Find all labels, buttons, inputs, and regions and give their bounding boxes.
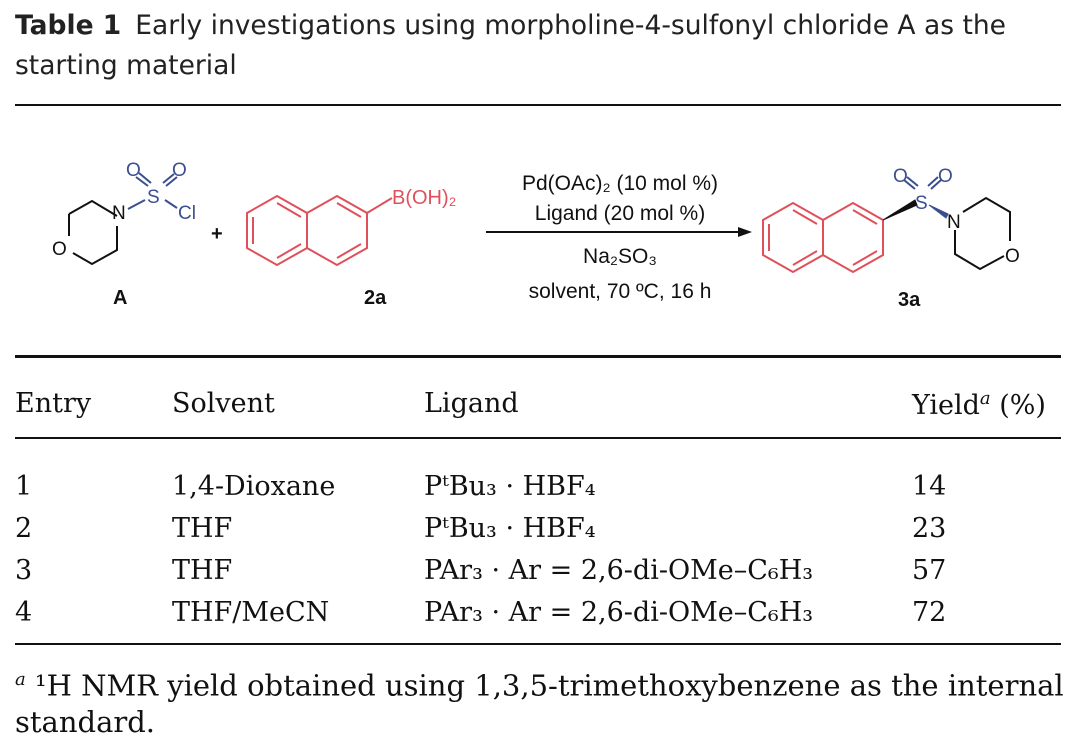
atom-o: O (172, 160, 187, 181)
cell-solvent: 1,4-Dioxane (172, 471, 336, 502)
atom-o: O (938, 166, 953, 187)
cell-ligand: PᵗBu₃ · HBF₄ (424, 513, 596, 544)
scheme-bottom-rule (15, 355, 1061, 358)
condition-catalyst: Pd(OAc)₂ (10 mol %) (522, 172, 718, 195)
condition-additive: Na₂SO₃ (583, 245, 657, 268)
atom-n: N (947, 212, 961, 233)
compound-label-2a: 2a (364, 287, 387, 309)
atom-s: S (147, 187, 160, 208)
header-solvent: Solvent (172, 388, 275, 419)
compound-label-3a: 3a (898, 289, 921, 311)
header-yield-label: Yield (912, 390, 980, 421)
cell-yield: 72 (912, 597, 947, 628)
footnote-marker: a (15, 669, 26, 690)
cell-yield: 23 (912, 513, 947, 544)
cell-solvent: THF/MeCN (172, 597, 330, 628)
compound-label-a: A (113, 287, 127, 309)
footnote-text: ¹H NMR yield obtained using 1,3,5-trimet… (15, 668, 1064, 739)
table-row: 1 1,4-Dioxane PᵗBu₃ · HBF₄ 14 (0, 471, 1080, 511)
atom-o: O (126, 160, 141, 181)
reaction-scheme: O O S Cl N O A + B(OH)₂ 2a Pd(OAc)₂ (10 … (52, 160, 1020, 311)
plus-sign: + (211, 223, 223, 245)
caption-text: Early investigations using morpholine-4-… (15, 10, 1006, 81)
cell-solvent: THF (172, 513, 233, 544)
cell-solvent: THF (172, 555, 233, 586)
header-ligand: Ligand (424, 388, 519, 419)
reaction-arrow (486, 227, 752, 237)
cell-entry: 2 (15, 513, 33, 544)
footnote-marker: a (979, 388, 991, 409)
header-rule (15, 437, 1061, 439)
atom-s: S (915, 193, 928, 214)
table-footnote: a ¹H NMR yield obtained using 1,3,5-trim… (15, 662, 1075, 740)
cell-ligand: PAr₃ · Ar = 2,6-di-OMe–C₆H₃ (424, 555, 814, 586)
cell-entry: 4 (15, 597, 33, 628)
cell-entry: 1 (15, 471, 33, 502)
cell-yield: 14 (912, 471, 947, 502)
condition-solvent-temp-time: solvent, 70 ºC, 16 h (529, 280, 712, 303)
atom-n: N (112, 203, 126, 224)
atom-o: O (52, 239, 67, 260)
boronic-acid-group: B(OH)₂ (392, 187, 456, 209)
cell-ligand: PᵗBu₃ · HBF₄ (424, 471, 596, 502)
table-row: 3 THF PAr₃ · Ar = 2,6-di-OMe–C₆H₃ 57 (0, 555, 1080, 595)
cell-yield: 57 (912, 555, 947, 586)
header-yield-unit: (%) (990, 390, 1046, 421)
table-label: Table 1 (15, 10, 122, 41)
atom-o: O (1005, 246, 1020, 267)
reagent-a-structure (68, 172, 178, 266)
top-rule (15, 104, 1061, 106)
atom-cl: Cl (178, 203, 196, 224)
header-yield: Yielda (%) (912, 388, 1046, 421)
table-row: 2 THF PᵗBu₃ · HBF₄ 23 (0, 513, 1080, 553)
table-bottom-rule (15, 643, 1061, 645)
header-entry: Entry (15, 388, 92, 419)
cell-ligand: PAr₃ · Ar = 2,6-di-OMe–C₆H₃ (424, 597, 814, 628)
cell-entry: 3 (15, 555, 33, 586)
product-3a-structure (762, 176, 1011, 274)
table-row: 4 THF/MeCN PAr₃ · Ar = 2,6-di-OMe–C₆H₃ 7… (0, 597, 1080, 637)
reagent-2a-structure (246, 194, 393, 267)
atom-o: O (893, 166, 908, 187)
condition-ligand: Ligand (20 mol %) (535, 202, 705, 225)
